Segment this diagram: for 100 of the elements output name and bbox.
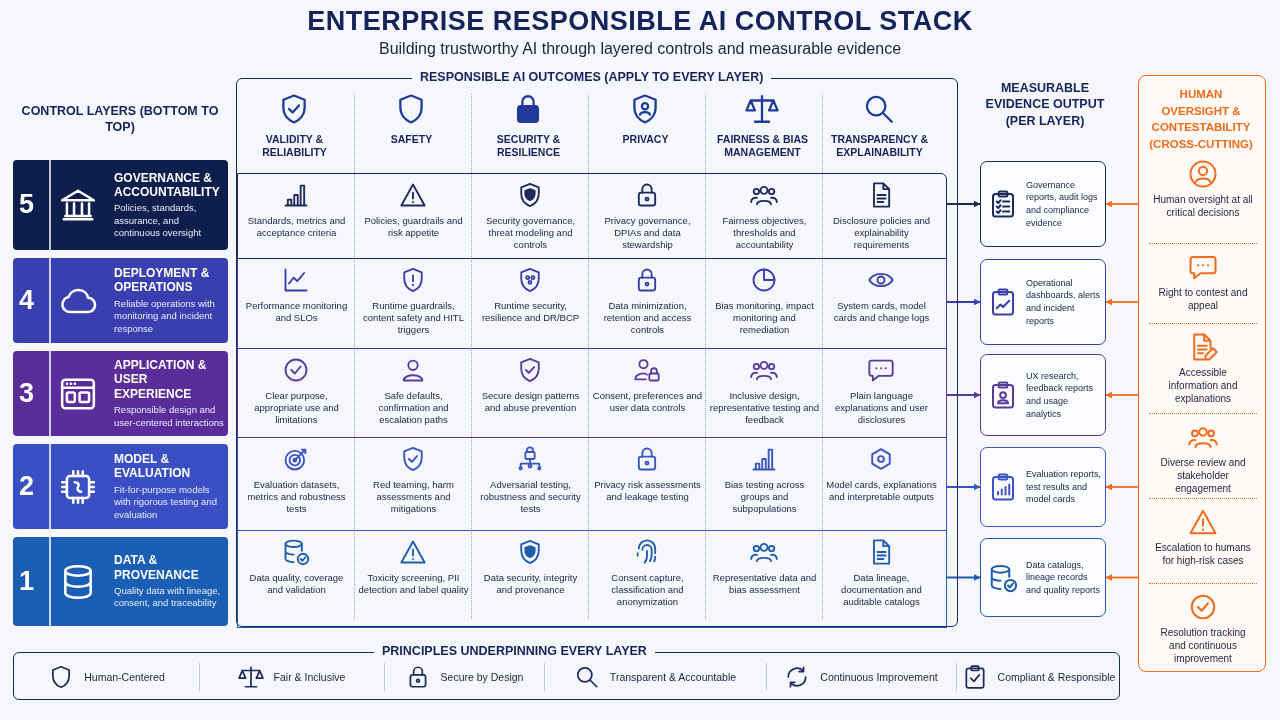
oversight-text: Accessible information and explanations (1167, 366, 1239, 405)
control-text: Security governance, threat modeling and controls (484, 215, 577, 252)
control-text: Data security, integrity and provenance (482, 572, 579, 597)
title: ENTERPRISE RESPONSIBLE AI CONTROL STACK (306, 6, 974, 37)
control-text: Clear purpose, appropriate use and limitations (253, 390, 340, 427)
control-text: Consent capture, classification and anonymization (610, 572, 685, 609)
column-heading: TRANSPARENCY & EXPLAINABILITY (829, 133, 929, 159)
control-row (237, 531, 947, 628)
control-text: Evaluation datasets, metrics and robustness tests (246, 479, 347, 516)
panel-title: RESPONSIBLE AI OUTCOMES (APPLY TO EVERY LAYER) (412, 70, 772, 84)
layer-title: GOVERNANCE & ACCOUNTABILITY (114, 170, 221, 200)
layer-card (13, 258, 228, 343)
control-text: Adversarial testing, robustness and security tests (479, 479, 582, 516)
arrow (945, 573, 981, 582)
layer-title: MODEL & EVALUATION (114, 452, 192, 481)
arrow (1105, 573, 1139, 582)
principle-text: Fair & Inclusive (273, 671, 346, 683)
control-text: Bias monitoring, impact monitoring and remediation (714, 300, 815, 337)
layer-description: Policies, standards, assurance, and continuous oversight (114, 202, 203, 240)
arrow (1105, 391, 1139, 399)
arrow (945, 200, 981, 208)
control-row (237, 438, 947, 531)
principle-text: Compliant & Responsible (997, 671, 1116, 683)
evidence-card (980, 538, 1106, 617)
control-text: Data lineage, documentation and auditable catalogs (840, 572, 923, 609)
layer-description: Fit-for-purpose models with rigorous testing and evaluation (114, 483, 218, 521)
control-text: Runtime guardrails, content safety and HITL triggers (362, 300, 465, 337)
evidence-text: Evaluation reports, test results and model cards (1026, 468, 1103, 506)
control-text: Performance monitoring and SLOs (244, 300, 349, 325)
layer-number: 1 (19, 565, 35, 597)
layer-card (13, 160, 228, 250)
oversight-panel (1138, 75, 1266, 672)
column-heading: SAFETY (389, 133, 434, 146)
subtitle: Building trustworthy AI through layered controls and measurable evidence (377, 40, 903, 58)
control-text: System cards, model cards and change logs (832, 300, 931, 325)
control-text: Data quality, coverage and validation (248, 572, 345, 597)
arrow (945, 298, 981, 306)
evidence-text: Data catalogs, lineage records and quality reports (1026, 558, 1102, 597)
control-text: Representative data and bias assessment (711, 572, 818, 597)
layer-card (13, 351, 228, 436)
arrow (945, 391, 981, 399)
layer-title: APPLICATION & USER EXPERIENCE (114, 358, 208, 402)
evidence-card (980, 447, 1106, 527)
control-text: Privacy governance, DPIAs and data stewardship (603, 215, 692, 252)
layer-description: Quality data with lineage, consent, and traceability (114, 585, 222, 610)
panel-title: HUMAN OVERSIGHT & CONTESTABILITY (CROSS-CUTTING) (1148, 87, 1254, 152)
column-heading: SECURITY & RESILIENCE (495, 133, 562, 159)
control-text: Toxicity screening, PII detection and label quality (358, 572, 469, 597)
control-text: Standards, metrics and acceptance criteria (246, 215, 347, 240)
control-text: Safe defaults, confirmation and escalation paths (377, 390, 450, 427)
control-text: Red teaming, harm assessments and mitigations (372, 479, 455, 516)
layer-title: DATA & PROVENANCE (114, 553, 200, 583)
principle-text: Secure by Design (440, 671, 524, 683)
control-text: Disclosure policies and explainability requirements (831, 215, 932, 252)
control-text: Bias testing across groups and subpopulations (723, 479, 806, 516)
arrow (1105, 483, 1139, 491)
layer-number: 5 (19, 189, 35, 220)
section-heading: CONTROL LAYERS (BOTTOM TO TOP) (20, 103, 220, 136)
control-text: Runtime security, resilience and DR/BCP (480, 300, 581, 325)
principle-text: Continuous Improvement (820, 671, 938, 683)
oversight-text: Right to contest and appeal (1157, 286, 1249, 312)
panel-title: PRINCIPLES UNDERPINNING EVERY LAYER (374, 644, 655, 658)
control-text: Data minimization, retention and access controls (602, 300, 693, 337)
principle-text: Human-Centered (84, 671, 165, 683)
control-row (237, 349, 947, 438)
oversight-text: Resolution tracking and continuous improvement (1159, 626, 1247, 665)
layer-card (13, 537, 228, 626)
control-text: Model cards, explanations and interpretable outputs (826, 479, 937, 504)
section-heading: MEASURABLE EVIDENCE OUTPUT (PER LAYER) (984, 80, 1106, 129)
layer-number: 4 (19, 284, 35, 316)
control-row (237, 259, 947, 349)
arrow (1105, 200, 1139, 208)
layer-number: 2 (19, 470, 35, 502)
evidence-text: Operational dashboards, alerts and incident reports (1026, 276, 1102, 328)
control-text: Policies, guardrails and risk appetite (363, 215, 464, 240)
control-text: Secure design patterns and abuse prevention (480, 390, 581, 415)
layer-title: DEPLOYMENT & OPERATIONS (114, 266, 211, 295)
layer-description: Reliable operations with monitoring and incident response (114, 297, 216, 335)
evidence-card (980, 161, 1106, 247)
oversight-text: Diverse review and stakeholder engagement (1159, 456, 1247, 495)
arrow (945, 483, 981, 491)
control-row (237, 173, 947, 259)
evidence-card (980, 259, 1106, 345)
layer-card (13, 444, 228, 529)
layer-number: 3 (19, 377, 35, 409)
control-text: Inclusive design, representative testing and feedback (709, 390, 820, 427)
control-text: Consent, preferences and user data controls (592, 390, 703, 415)
control-text: Plain language explanations and user disclosures (834, 390, 929, 427)
column-heading: PRIVACY (621, 133, 670, 146)
evidence-text: UX research, feedback reports and usage analytics (1026, 369, 1095, 421)
column-heading: FAIRNESS & BIAS MANAGEMENT (716, 133, 809, 159)
principle-text: Transparent & Accountable (609, 671, 737, 683)
control-text: Fairness objectives, thresholds and accountability (721, 215, 808, 252)
oversight-text: Escalation to humans for high-risk cases (1154, 541, 1252, 567)
evidence-text: Governance reports, audit logs and compliance evidence (1026, 178, 1099, 230)
evidence-card (980, 354, 1106, 436)
control-text: Privacy risk assessments and leakage testing (593, 479, 702, 504)
arrow (1105, 298, 1139, 306)
column-heading: VALIDITY & RELIABILITY (261, 133, 328, 159)
oversight-text: Human oversight at all critical decisions (1152, 193, 1254, 219)
